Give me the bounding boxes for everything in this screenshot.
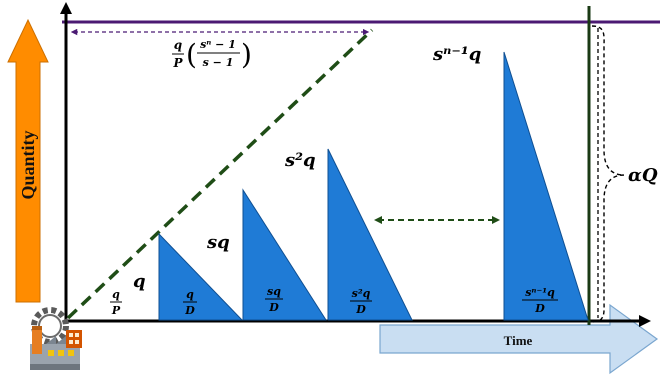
quantity-arrow: Quantity xyxy=(7,18,49,303)
svg-text:): ) xyxy=(241,38,252,71)
quantity-label: Quantity xyxy=(18,130,38,199)
origin-fraction-den: P xyxy=(111,304,121,317)
time-label: Time xyxy=(504,333,533,348)
inventory-triangle xyxy=(327,148,413,321)
origin-fraction-num: q xyxy=(112,288,120,301)
formula-paren-den: s − 1 xyxy=(203,56,234,69)
production-formula: q P ( sⁿ − 1 s − 1 ) xyxy=(172,38,252,71)
cycle-bottom-num: q xyxy=(186,288,194,301)
alpha-brace xyxy=(591,25,625,323)
formula-paren-num: sⁿ − 1 xyxy=(200,38,236,51)
formula-p: P xyxy=(172,56,183,70)
cycle-bottom-den: D xyxy=(268,301,279,314)
cycle-bottom-den: D xyxy=(184,304,195,317)
formula-q: q xyxy=(174,38,182,52)
cycle-top-label: q xyxy=(133,271,146,292)
inventory-triangle xyxy=(242,188,327,321)
cycle-bottom-num: sⁿ⁻¹q xyxy=(525,286,555,299)
cycle-n: sⁿ⁻¹q sⁿ⁻¹q D xyxy=(432,44,589,321)
factory-gear-icon xyxy=(30,307,82,370)
inventory-triangle xyxy=(158,232,244,321)
cycle-bottom-den: D xyxy=(355,303,366,316)
alpha-q-label: αQ xyxy=(628,165,658,186)
cycle-top-label: sⁿ⁻¹q xyxy=(432,44,481,65)
cycle-2: sq sq D xyxy=(206,188,327,321)
cycle-top-label: sq xyxy=(206,232,230,253)
cycle-bottom-den: D xyxy=(534,302,545,315)
cycle-1: q q D xyxy=(133,232,244,321)
cycle-top-label: s²q xyxy=(284,150,316,171)
production-dashed-line xyxy=(66,28,374,320)
cycle-3: s²q s²q D xyxy=(284,148,413,321)
cycle-bottom-num: sq xyxy=(267,285,281,298)
inventory-triangle xyxy=(503,51,589,321)
cycle-bottom-num: s²q xyxy=(352,287,371,300)
svg-text:(: ( xyxy=(186,38,197,71)
origin-fraction: q P xyxy=(110,288,122,317)
